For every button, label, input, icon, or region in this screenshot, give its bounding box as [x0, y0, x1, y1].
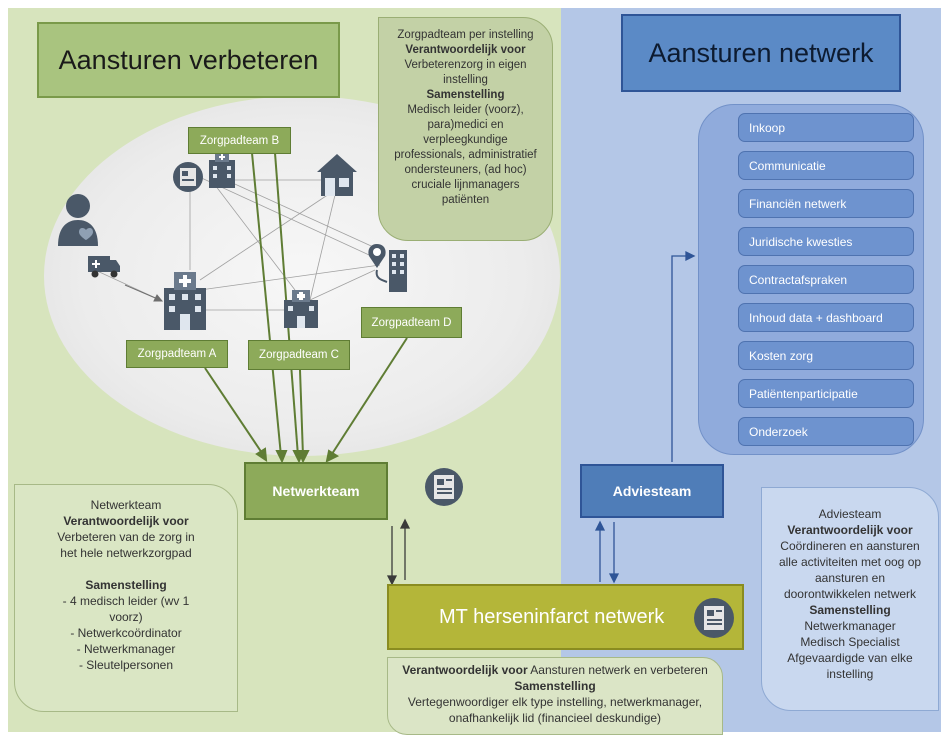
note-line: Vertegenwoordiger elk type instelling, n… — [407, 695, 703, 709]
note-line: - Netwerkmanager — [76, 642, 176, 656]
note-line: Coördineren en aansturen — [780, 539, 920, 553]
note-line: cruciale lijnmanagers — [411, 179, 520, 191]
report-icon — [425, 468, 463, 506]
note-line: Netwerkteam — [90, 498, 162, 512]
note-line: Verantwoordelijk voor Aansturen netwerk … — [398, 662, 712, 678]
note-line: het hele netwerkzorgpad — [60, 546, 192, 560]
zorgpadteam-a: Zorgpadteam A — [126, 340, 228, 368]
note-line: - 4 medisch leider (wv 1 — [62, 594, 190, 608]
note-line: onafhankelijk lid (financieel deskundige… — [448, 711, 662, 725]
location-building-icon — [368, 244, 407, 292]
topic-item: Communicatie — [738, 151, 914, 180]
note-bold: Verantwoordelijk voor — [402, 663, 528, 677]
topic-item: Contractafspraken — [738, 265, 914, 294]
note-line: - Netwerkcoördinator — [70, 626, 182, 640]
adviesteam-note: Adviesteam Verantwoordelijk voor Coördin… — [761, 487, 939, 711]
hospital-icon — [164, 272, 206, 330]
mt-note: Verantwoordelijk voor Aansturen netwerk … — [387, 657, 723, 735]
hospital-icon — [284, 290, 318, 328]
note-line: Adviesteam — [818, 507, 882, 521]
note-line: instelling — [826, 667, 874, 681]
zorgpadteam-note: Zorgpadteam per instelling Verantwoordel… — [378, 17, 553, 241]
topic-item: Juridische kwesties — [738, 227, 914, 256]
note-line: Verantwoordelijk voor — [787, 523, 913, 537]
note-line: Verantwoordelijk voor — [63, 514, 189, 528]
note-line: Samenstelling — [85, 578, 167, 592]
topic-item: Onderzoek — [738, 417, 914, 446]
note-line: patiënten — [441, 194, 490, 206]
adviesteam-box: Adviesteam — [580, 464, 724, 518]
topic-item: Inhoud data + dashboard — [738, 303, 914, 332]
zorgpadteam-b: Zorgpadteam B — [188, 127, 291, 154]
note-line: Verbeteren van de zorg in — [57, 530, 195, 544]
note-line: Verbeterenzorg in eigen — [404, 59, 527, 71]
patient-icon — [58, 194, 98, 246]
note-line: aansturen en — [814, 571, 886, 585]
note-line: Verantwoordelijk voor — [405, 44, 526, 56]
note-line: Zorgpadteam per instelling — [397, 29, 534, 41]
note-line: - Sleutelpersonen — [78, 658, 174, 672]
note-line: verpleegkundige — [423, 134, 508, 146]
note-line: para)medici en — [427, 119, 504, 131]
mt-title: MT herseninfarct netwerk — [439, 605, 665, 628]
zorgpadteam-c: Zorgpadteam C — [248, 340, 350, 370]
clinic-icon — [209, 152, 235, 188]
report-icon — [173, 162, 203, 192]
topic-item: Financiën netwerk — [738, 189, 914, 218]
mt-herseninfarct-box: MT herseninfarct netwerk — [387, 584, 744, 650]
note-line: Samenstelling — [514, 679, 596, 693]
note-line: Medisch leider (voorz), — [407, 104, 524, 116]
netwerkteam-note: Netwerkteam Verantwoordelijk voor Verbet… — [14, 484, 238, 712]
house-icon — [317, 154, 357, 196]
ambulance-icon — [88, 256, 120, 278]
note-line: instelling — [443, 74, 488, 86]
note-line: Samenstelling — [426, 89, 505, 101]
note-text: Aansturen netwerk en verbeteren — [527, 663, 708, 677]
note-line: Afgevaardigde van elke — [787, 651, 913, 665]
topic-item: Kosten zorg — [738, 341, 914, 370]
report-icon — [694, 598, 734, 638]
note-line: Medisch Specialist — [800, 635, 900, 649]
topic-item: Patiëntenparticipatie — [738, 379, 914, 408]
zorgpadteam-d: Zorgpadteam D — [361, 307, 462, 338]
note-line: ondersteuners, (ad hoc) — [404, 164, 527, 176]
note-line: professionals, administratief — [394, 149, 537, 161]
title-aansturen-netwerk: Aansturen netwerk — [621, 14, 901, 92]
note-line: Netwerkmanager — [804, 619, 896, 633]
netwerkteam-box: Netwerkteam — [244, 462, 388, 520]
topic-item: Inkoop — [738, 113, 914, 142]
title-aansturen-verbeteren: Aansturen verbeteren — [37, 22, 340, 98]
note-line: alle activiteiten met oog op — [778, 555, 922, 569]
note-line: voorz) — [109, 610, 143, 624]
note-line: Samenstelling — [809, 603, 891, 617]
note-line: doorontwikkelen netwerk — [783, 587, 917, 601]
